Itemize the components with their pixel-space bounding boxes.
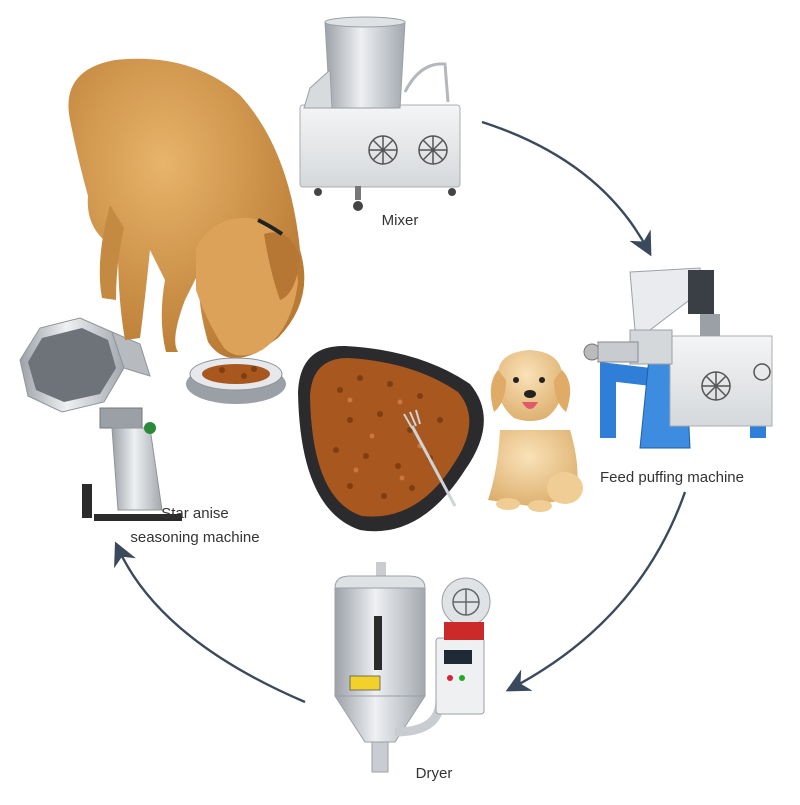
arrow-puffing-to-dryer xyxy=(505,491,687,692)
arrow-dryer-to-seasoning xyxy=(114,541,306,704)
arrow-mixer-to-puffing xyxy=(481,120,652,257)
seasoning-machine-label-line2: seasoning machine xyxy=(130,529,260,546)
puppy-icon xyxy=(488,350,583,512)
kibble-plate-icon xyxy=(298,345,484,532)
seasoning-machine-icon xyxy=(19,317,182,521)
dryer-machine-icon xyxy=(334,562,491,773)
dryer-label: Dryer xyxy=(415,765,453,782)
seasoning-machine-label: Star anise seasoning machine xyxy=(110,502,280,550)
mixer-machine-icon xyxy=(299,16,461,211)
mixer-label: Mixer xyxy=(381,212,419,229)
seasoning-machine-label-line1: Star anise xyxy=(161,505,229,522)
feed-puffing-machine-label: Feed puffing machine xyxy=(600,469,744,486)
dog-eating-icon xyxy=(68,58,305,404)
feed-puffing-machine-icon xyxy=(583,267,773,449)
